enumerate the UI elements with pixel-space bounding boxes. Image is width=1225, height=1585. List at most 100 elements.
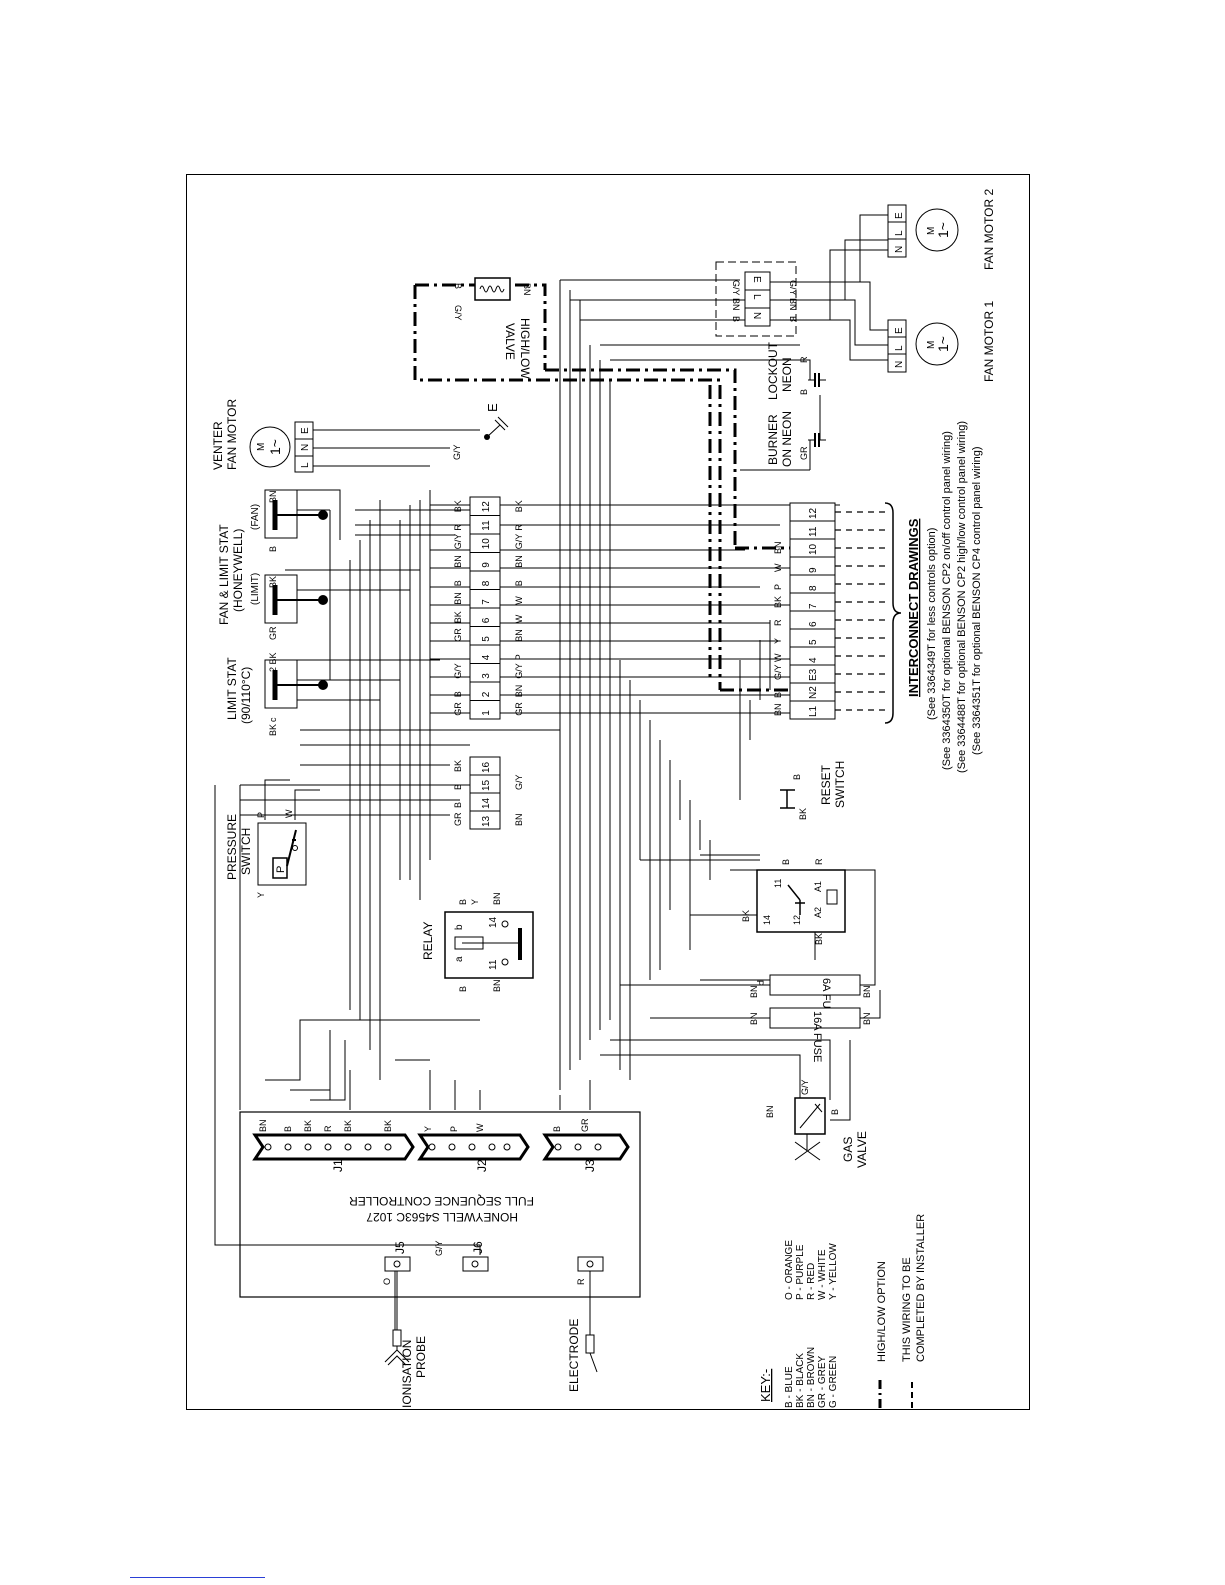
connector-j6: J6: [471, 1241, 485, 1254]
terminal-left-wire: G/Y: [453, 534, 463, 550]
earth-label: E: [485, 403, 500, 412]
terminal-number: 13: [481, 815, 492, 827]
fan-motor-1-title: FAN MOTOR 1: [982, 301, 996, 382]
terminal-number: 6: [481, 617, 492, 623]
terminal-number: 7: [808, 603, 819, 609]
terminal-right-wire: GR: [514, 702, 524, 716]
relay-title: RELAY: [421, 922, 435, 960]
terminal-number: E3: [808, 668, 819, 681]
j1-wire-r: R: [323, 1125, 333, 1132]
fan-motor-2: N L E M 1~ FAN MOTOR 2: [887, 189, 996, 270]
lockout-relay-pin-a2: A2: [813, 907, 823, 918]
lockout-neon-title-2: NEON: [780, 357, 794, 392]
fan-limit-stat-title-2: (HONEYWELL): [231, 529, 245, 612]
motor-wire-left-gy: G/Y: [731, 280, 741, 296]
burner-on-neon: BURNER ON NEON GR: [766, 411, 826, 467]
gas-valve-title-2: VALVE: [855, 1131, 869, 1168]
fm1-symbol-m: M: [926, 341, 937, 349]
terminal-left-wire: BK: [453, 760, 463, 772]
terminal-right-wire: R: [514, 524, 524, 531]
controller-title-1: HONEYWELL S4563C 1027: [366, 1210, 518, 1224]
burner-neon-title-1: BURNER: [766, 414, 780, 465]
terminal-number: 15: [481, 779, 492, 791]
terminal-number: 7: [481, 599, 492, 605]
interconnect-notes: INTERCONNECT DRAWINGS (See 3364349T for …: [884, 421, 983, 773]
terminal-left-wire: B: [773, 692, 783, 698]
hl-valve-wire-b: B: [453, 283, 463, 289]
interconnect-note-2: (See 3364350T for optional BENSON CP2 on…: [941, 431, 953, 770]
terminal-left-wire: BN: [453, 592, 463, 605]
terminal-number: 4: [481, 654, 492, 660]
terminal-number: 5: [808, 639, 819, 645]
earth-point: E G/Y: [452, 403, 509, 460]
fm1-terminal-e: E: [894, 327, 905, 334]
j5-wire-o: O: [382, 1278, 392, 1285]
relay-pin-14: 14: [488, 916, 499, 928]
key-entry: Y - YELLOW: [828, 1243, 839, 1300]
relay: RELAY a b 14 11 B Y BN B BN: [421, 892, 534, 992]
terminal-left-wire: G/Y: [453, 663, 463, 679]
interconnect-note-4: (See 3364351T for optional BENSON CP4 co…: [971, 446, 983, 755]
terminal-number: 12: [808, 507, 819, 519]
terminal-right-wire: B: [514, 580, 524, 586]
terminal-number: 10: [808, 543, 819, 555]
key-entry: G - GREEN: [828, 1356, 839, 1408]
ionisation-probe: IONISATION PROBE: [384, 1271, 428, 1408]
terminal-right-wire: W: [514, 596, 524, 605]
burner-neon-title-2: ON NEON: [780, 411, 794, 467]
venter-fan-motor-title-1: VENTER: [211, 421, 225, 470]
gas-valve-wire-gy: G/Y: [800, 1079, 810, 1095]
terminal-left-wire: B: [453, 580, 463, 586]
relay-wire-y: Y: [470, 899, 480, 905]
fuse-6a-wire-p: P: [755, 980, 765, 986]
limit-stat: LIMIT STAT (90/110°C) 2 BK BK c: [225, 652, 278, 736]
lockout-relay-wire-b: B: [781, 859, 791, 865]
lockout-neon: LOCKOUT NEON B R: [766, 341, 826, 400]
relay-wire-bn-top: BN: [492, 892, 502, 905]
fan-limit-stat: FAN & LIMIT STAT (HONEYWELL) (FAN) (LIMI…: [217, 489, 328, 709]
relay-pin-b: b: [454, 924, 465, 930]
venter-motor-symbol-phase: 1~: [267, 439, 283, 455]
terminal-left-wire: BK: [453, 500, 463, 512]
motor-wire-right-bn: BN: [788, 298, 798, 311]
electrode-wire-r: R: [576, 1278, 586, 1285]
fan-label: (FAN): [250, 504, 261, 530]
key-entry: GR - GREY: [817, 1355, 828, 1408]
key-entry: O - ORANGE: [784, 1240, 795, 1300]
terminal-left-wire: R: [453, 524, 463, 531]
legend-installer-1: THIS WIRING TO BE: [901, 1257, 913, 1362]
terminal-right-wire: BN: [514, 555, 524, 568]
terminal-number: 10: [481, 538, 492, 550]
terminal-right-wire: BN: [514, 685, 524, 698]
terminal-right-wire: G/Y: [514, 663, 524, 679]
reset-switch: RESET SWITCH B BK: [780, 761, 847, 820]
limit-stat-wire-2bk: 2 BK: [268, 652, 278, 672]
fan-stat-wire-bn: BN: [268, 490, 278, 503]
fm1-symbol-phase: 1~: [935, 336, 951, 352]
ionisation-probe-title-2: PROBE: [414, 1336, 428, 1378]
j2-wire-p: P: [449, 1126, 459, 1132]
limit-stat-title-1: LIMIT STAT: [225, 657, 239, 720]
lockout-neon-wire-r: R: [799, 356, 809, 363]
limit-stat-wire-bk: BK: [268, 576, 278, 588]
terminal-left-wire: W: [773, 563, 783, 572]
limit-stat-title-2: (90/110°C): [239, 667, 253, 724]
burner-neon-wire-gr: GR: [799, 446, 809, 460]
key-entry: B - BLUE: [784, 1366, 795, 1408]
terminal-number: 2: [481, 691, 492, 697]
lockout-relay-pin-11: 11: [773, 879, 783, 888]
lockout-relay-wire-bk-left: BK: [741, 910, 751, 922]
limit-stat-wire-bk: BK: [268, 724, 278, 736]
terminal-left-wire: P: [773, 584, 783, 590]
lockout-relay-pin-12: 12: [792, 915, 802, 925]
limit-label: (LIMIT): [250, 573, 261, 605]
terminal-number: N2: [808, 686, 819, 699]
connector-j3: J3: [583, 1159, 597, 1172]
terminal-number: 3: [481, 673, 492, 679]
hl-valve-title-1: HIGH/LOW: [518, 318, 532, 379]
footer-link-underline: [130, 1577, 265, 1578]
pressure-switch-title-1: PRESSURE: [225, 814, 239, 880]
j1-wire-bk-1: BK: [303, 1120, 313, 1132]
